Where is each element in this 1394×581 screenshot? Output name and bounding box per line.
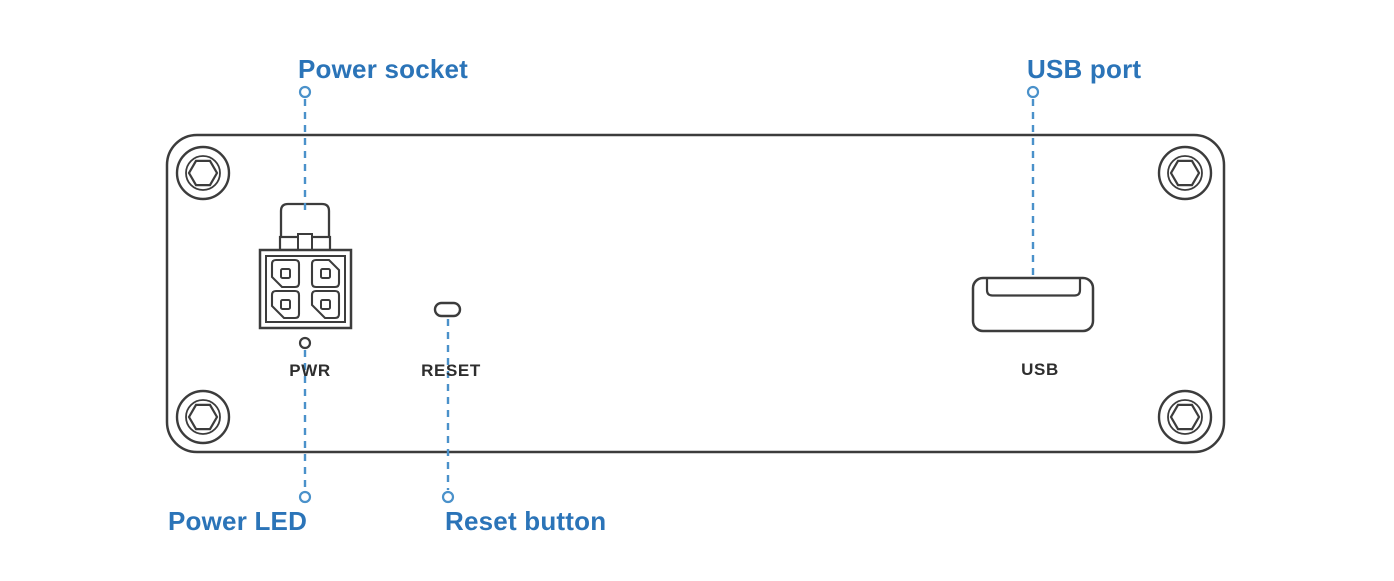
callout-label-usb-port: USB port — [1027, 54, 1142, 84]
panel-label-reset: RESET — [421, 361, 481, 380]
callout-dot-power-led — [298, 490, 312, 504]
panel-outline — [165, 133, 1226, 454]
callout-dot-power-socket — [298, 85, 312, 99]
screw-bottom-right-icon — [1157, 389, 1213, 445]
callout-label-reset-button: Reset button — [445, 506, 607, 536]
callout-dot-usb-port — [1026, 85, 1040, 99]
screw-bottom-left-icon — [175, 389, 231, 445]
callout-label-power-led: Power LED — [168, 506, 308, 536]
panel-label-usb: USB — [1021, 360, 1059, 379]
callout-label-power-socket: Power socket — [298, 54, 469, 84]
panel-label-pwr: PWR — [289, 361, 331, 380]
power-socket-connector — [258, 202, 353, 330]
screw-top-left-icon — [175, 145, 231, 201]
callout-dot-reset-button — [441, 490, 455, 504]
reset-button-shape — [433, 301, 462, 318]
usb-port-shape — [971, 276, 1095, 333]
power-led-indicator — [298, 336, 312, 350]
screw-top-right-icon — [1157, 145, 1213, 201]
